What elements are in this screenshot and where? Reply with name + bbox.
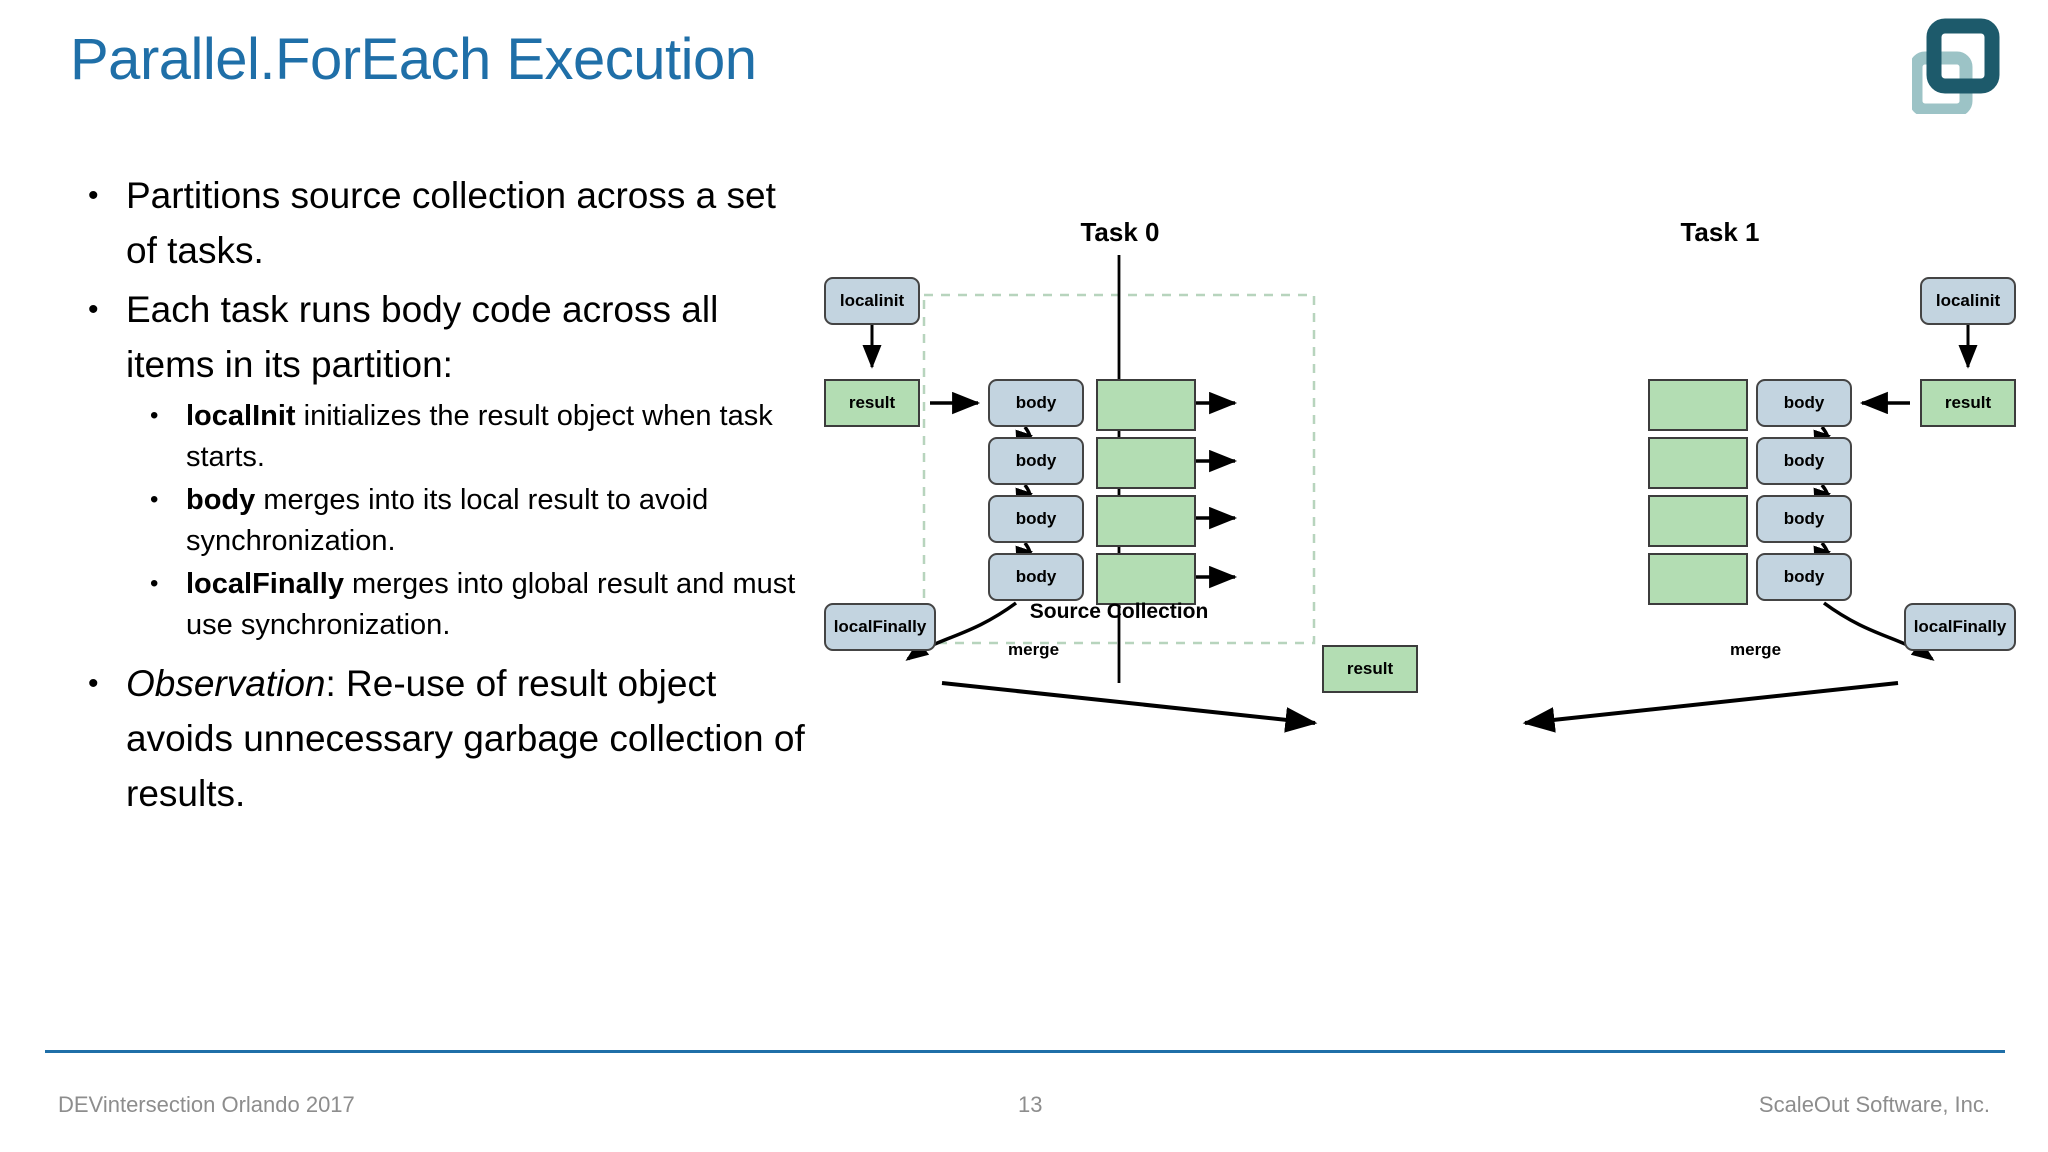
source-item-task1-2[interactable] — [1648, 437, 1748, 489]
footer-event-name: DEVintersection Orlando 2017 — [58, 1092, 355, 1117]
global-result-box[interactable]: result — [1322, 645, 1418, 693]
bullet-item-5: localFinally merges into global result a… — [78, 563, 808, 646]
body-label: body — [1015, 509, 1057, 528]
source-item-task1-4[interactable] — [1648, 553, 1748, 605]
task-1-label: Task 1 — [1680, 217, 1760, 247]
body-box-task0-2[interactable]: body — [988, 437, 1084, 485]
merge-label-left: merge — [1008, 640, 1060, 659]
source-item-task1-1[interactable] — [1648, 379, 1748, 431]
body-label: body — [1015, 451, 1057, 470]
body-box-task1-3[interactable]: body — [1756, 495, 1852, 543]
parallel-foreach-diagram: Task 0 Task 1 localinit result body body… — [820, 217, 2030, 955]
source-item-task0-4[interactable] — [1096, 553, 1196, 605]
bullet-text: merges into global result and must use s… — [186, 568, 796, 641]
localfinally-label: localFinally — [1913, 617, 2007, 636]
body-box-task0-4[interactable]: body — [988, 553, 1084, 601]
merge-label-right: merge — [1730, 640, 1782, 659]
bullet-item-4: body merges into its local result to avo… — [78, 479, 808, 562]
source-item-task1-3[interactable] — [1648, 495, 1748, 547]
result-label: result — [1944, 393, 1992, 412]
localinit-box-task0[interactable]: localinit — [824, 277, 920, 325]
bullet-emphasis: Observation — [126, 663, 326, 704]
bullet-text: Partitions source collection across a se… — [126, 175, 776, 271]
body-box-task1-1[interactable]: body — [1756, 379, 1852, 427]
page-title: Parallel.ForEach Execution — [70, 27, 757, 92]
scaleout-logo — [1909, 18, 2016, 117]
localinit-label: localinit — [1935, 291, 2001, 310]
localinit-box-task1[interactable]: localinit — [1920, 277, 2016, 325]
source-item-task0-2[interactable] — [1096, 437, 1196, 489]
task-0-label: Task 0 — [1080, 217, 1160, 247]
result-label: result — [848, 393, 896, 412]
body-box-task1-2[interactable]: body — [1756, 437, 1852, 485]
bullet-item-2: Each task runs body code across all item… — [78, 282, 808, 392]
footer-page-number: 13 — [1018, 1092, 1043, 1117]
bullet-text: initializes the result object when task … — [186, 400, 773, 473]
result-box-task1[interactable]: result — [1920, 379, 2016, 427]
body-label: body — [1015, 393, 1057, 412]
localfinally-label: localFinally — [833, 617, 927, 636]
source-item-task0-1[interactable] — [1096, 379, 1196, 431]
merge-arrow-right — [1522, 681, 1899, 733]
body-label: body — [1783, 567, 1825, 586]
bullet-item-6: Observation: Re-use of result object avo… — [78, 656, 808, 821]
body-box-task0-3[interactable]: body — [988, 495, 1084, 543]
bullet-text: : Re-use of result object avoids unneces… — [126, 663, 805, 814]
bullet-text: merges into its local result to avoid sy… — [186, 484, 709, 557]
bullet-text: Each task runs body code across all item… — [126, 289, 719, 385]
footer-divider — [45, 1050, 2005, 1053]
body-box-task0-1[interactable]: body — [988, 379, 1084, 427]
body-label: body — [1783, 451, 1825, 470]
bullet-list: Partitions source collection across a se… — [78, 168, 808, 825]
result-box-task0[interactable]: result — [824, 379, 920, 427]
bullet-item-3: localInit initializes the result object … — [78, 395, 808, 478]
source-item-task0-3[interactable] — [1096, 495, 1196, 547]
localfinally-box-task0[interactable]: localFinally — [824, 603, 936, 651]
footer-company-name: ScaleOut Software, Inc. — [1758, 1092, 1990, 1117]
source-collection-label: Source Collection — [1029, 600, 1209, 623]
merge-arrow-left — [941, 681, 1318, 733]
body-label: body — [1783, 393, 1825, 412]
bullet-item-1: Partitions source collection across a se… — [78, 168, 808, 278]
body-label: body — [1015, 567, 1057, 586]
bullet-keyword: localInit — [186, 400, 296, 432]
body-label: body — [1783, 509, 1825, 528]
global-result-label: result — [1346, 659, 1394, 678]
bullet-keyword: body — [186, 484, 256, 516]
localinit-label: localinit — [839, 291, 905, 310]
interlocking-squares-logo-icon — [1909, 18, 2000, 117]
localfinally-box-task1[interactable]: localFinally — [1904, 603, 2016, 651]
bullet-keyword: localFinally — [186, 568, 344, 600]
body-box-task1-4[interactable]: body — [1756, 553, 1852, 601]
